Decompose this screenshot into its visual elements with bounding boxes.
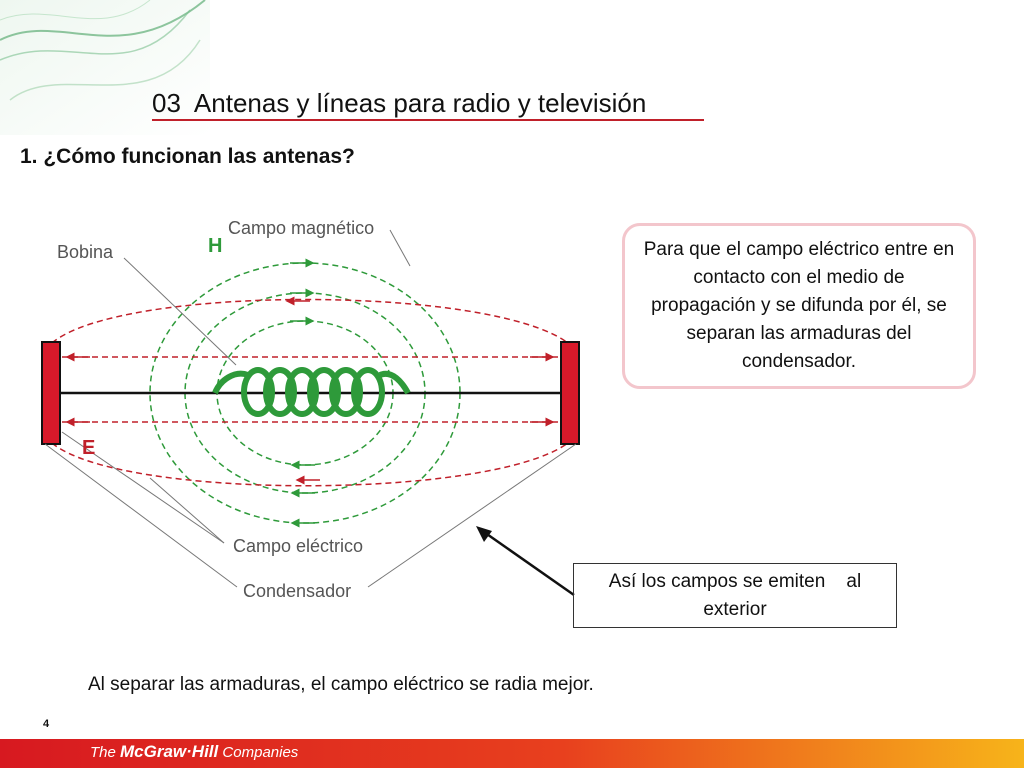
magnetic-field-arrows bbox=[290, 258, 315, 528]
label-leader-lines bbox=[44, 229, 577, 588]
title-underline bbox=[152, 119, 704, 121]
capacitor-label: Condensador bbox=[243, 581, 351, 601]
h-symbol-label: H bbox=[208, 235, 222, 257]
capacitor-plate-right bbox=[560, 341, 580, 445]
footer-statement: Al separar las armaduras, el campo eléct… bbox=[88, 674, 594, 695]
publisher-logo: The McGraw·Hill Companies bbox=[90, 742, 299, 761]
coil-label: Bobina bbox=[57, 242, 114, 262]
electric-field-label: Campo eléctrico bbox=[233, 536, 363, 556]
capacitor-plate-left bbox=[41, 341, 61, 445]
e-symbol-label: E bbox=[82, 437, 95, 459]
section-heading: 1. ¿Cómo funcionan las antenas? bbox=[20, 145, 355, 168]
pointer-arrow bbox=[476, 526, 575, 597]
footer-bar: The McGraw·Hill Companies bbox=[0, 739, 1024, 768]
page-number: 4 bbox=[43, 718, 50, 730]
separation-note-box: Para que el campo eléctrico entre en con… bbox=[622, 223, 976, 389]
slide-title: 03 Antenas y líneas para radio y televis… bbox=[152, 88, 647, 118]
corner-swirl-decoration bbox=[0, 0, 210, 135]
coil bbox=[212, 367, 411, 417]
emission-note-box: Así los campos se emiten al exterior bbox=[573, 563, 897, 628]
magnetic-field-label: Campo magnético bbox=[228, 218, 374, 238]
electric-field-lines bbox=[51, 298, 569, 487]
antenna-field-diagram: Bobina Campo magnético H E Campo eléctri… bbox=[41, 218, 580, 601]
electric-field-arrows bbox=[65, 296, 555, 485]
